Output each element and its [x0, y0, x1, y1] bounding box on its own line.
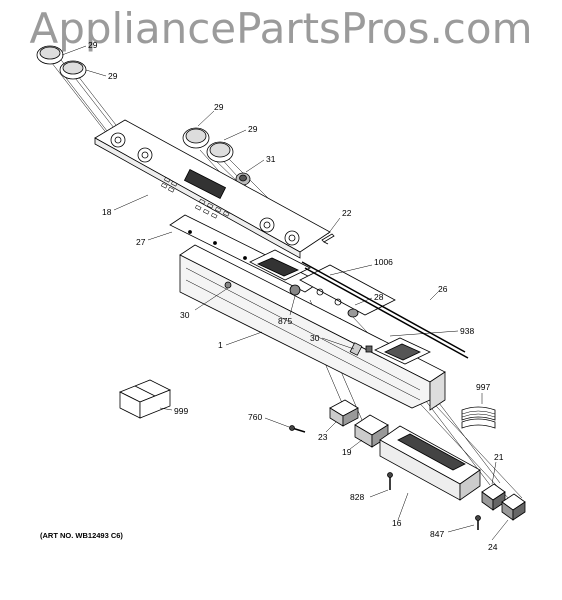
screw-760	[289, 425, 306, 433]
knob-29-d	[206, 141, 234, 163]
wire-harness-997	[461, 406, 496, 429]
callout-29-c: 29	[214, 102, 224, 112]
callout-847: 847	[430, 529, 444, 539]
relay-23	[329, 399, 359, 427]
leader-lines	[61, 45, 509, 541]
callout-18: 18	[102, 207, 112, 217]
knob-29-b	[59, 60, 87, 80]
callout-997: 997	[476, 382, 490, 392]
callout-28: 28	[374, 292, 384, 302]
callout-31: 31	[266, 154, 276, 164]
relay-19	[354, 414, 389, 448]
callout-1006: 1006	[374, 257, 393, 267]
callout-999: 999	[174, 406, 188, 416]
control-panel-18	[94, 119, 331, 259]
callout-30-a: 30	[180, 310, 190, 320]
screw-847	[475, 515, 481, 530]
switch-30-b	[349, 342, 373, 356]
art-number: (ART NO. WB12493 C6)	[40, 531, 123, 540]
callout-22: 22	[342, 208, 352, 218]
backguard-frame-1	[179, 244, 446, 411]
knob-29-a	[36, 45, 64, 65]
callout-19: 19	[342, 447, 352, 457]
callout-16: 16	[392, 518, 402, 528]
callout-29-d: 29	[248, 124, 258, 134]
knob-29-c	[182, 127, 210, 149]
callout-828: 828	[350, 492, 364, 502]
callout-24: 24	[488, 542, 498, 552]
callout-29-b: 29	[108, 71, 118, 81]
callout-21: 21	[494, 452, 504, 462]
callout-27: 27	[136, 237, 146, 247]
callout-23: 23	[318, 432, 328, 442]
wire-rod-26	[301, 261, 466, 353]
power-board-16	[379, 425, 481, 501]
callout-1: 1	[218, 340, 223, 350]
callout-30-b: 30	[310, 333, 320, 343]
relay-21	[481, 483, 506, 511]
knob-shaft-875	[289, 284, 301, 296]
callout-labels: 29 29 29 29 31 18 22 27 1006 28 26 30 87…	[88, 40, 504, 552]
callout-875: 875	[278, 316, 292, 326]
watermark: AppliancePartsPros.com	[29, 4, 533, 53]
relay-24	[501, 493, 526, 521]
knob-31	[235, 172, 251, 186]
screw-828	[387, 472, 393, 490]
trim-strip-22	[321, 233, 335, 245]
callout-938: 938	[460, 326, 474, 336]
callout-29-a: 29	[88, 40, 98, 50]
box-999	[119, 379, 171, 419]
callout-760: 760	[248, 412, 262, 422]
callout-26: 26	[438, 284, 448, 294]
